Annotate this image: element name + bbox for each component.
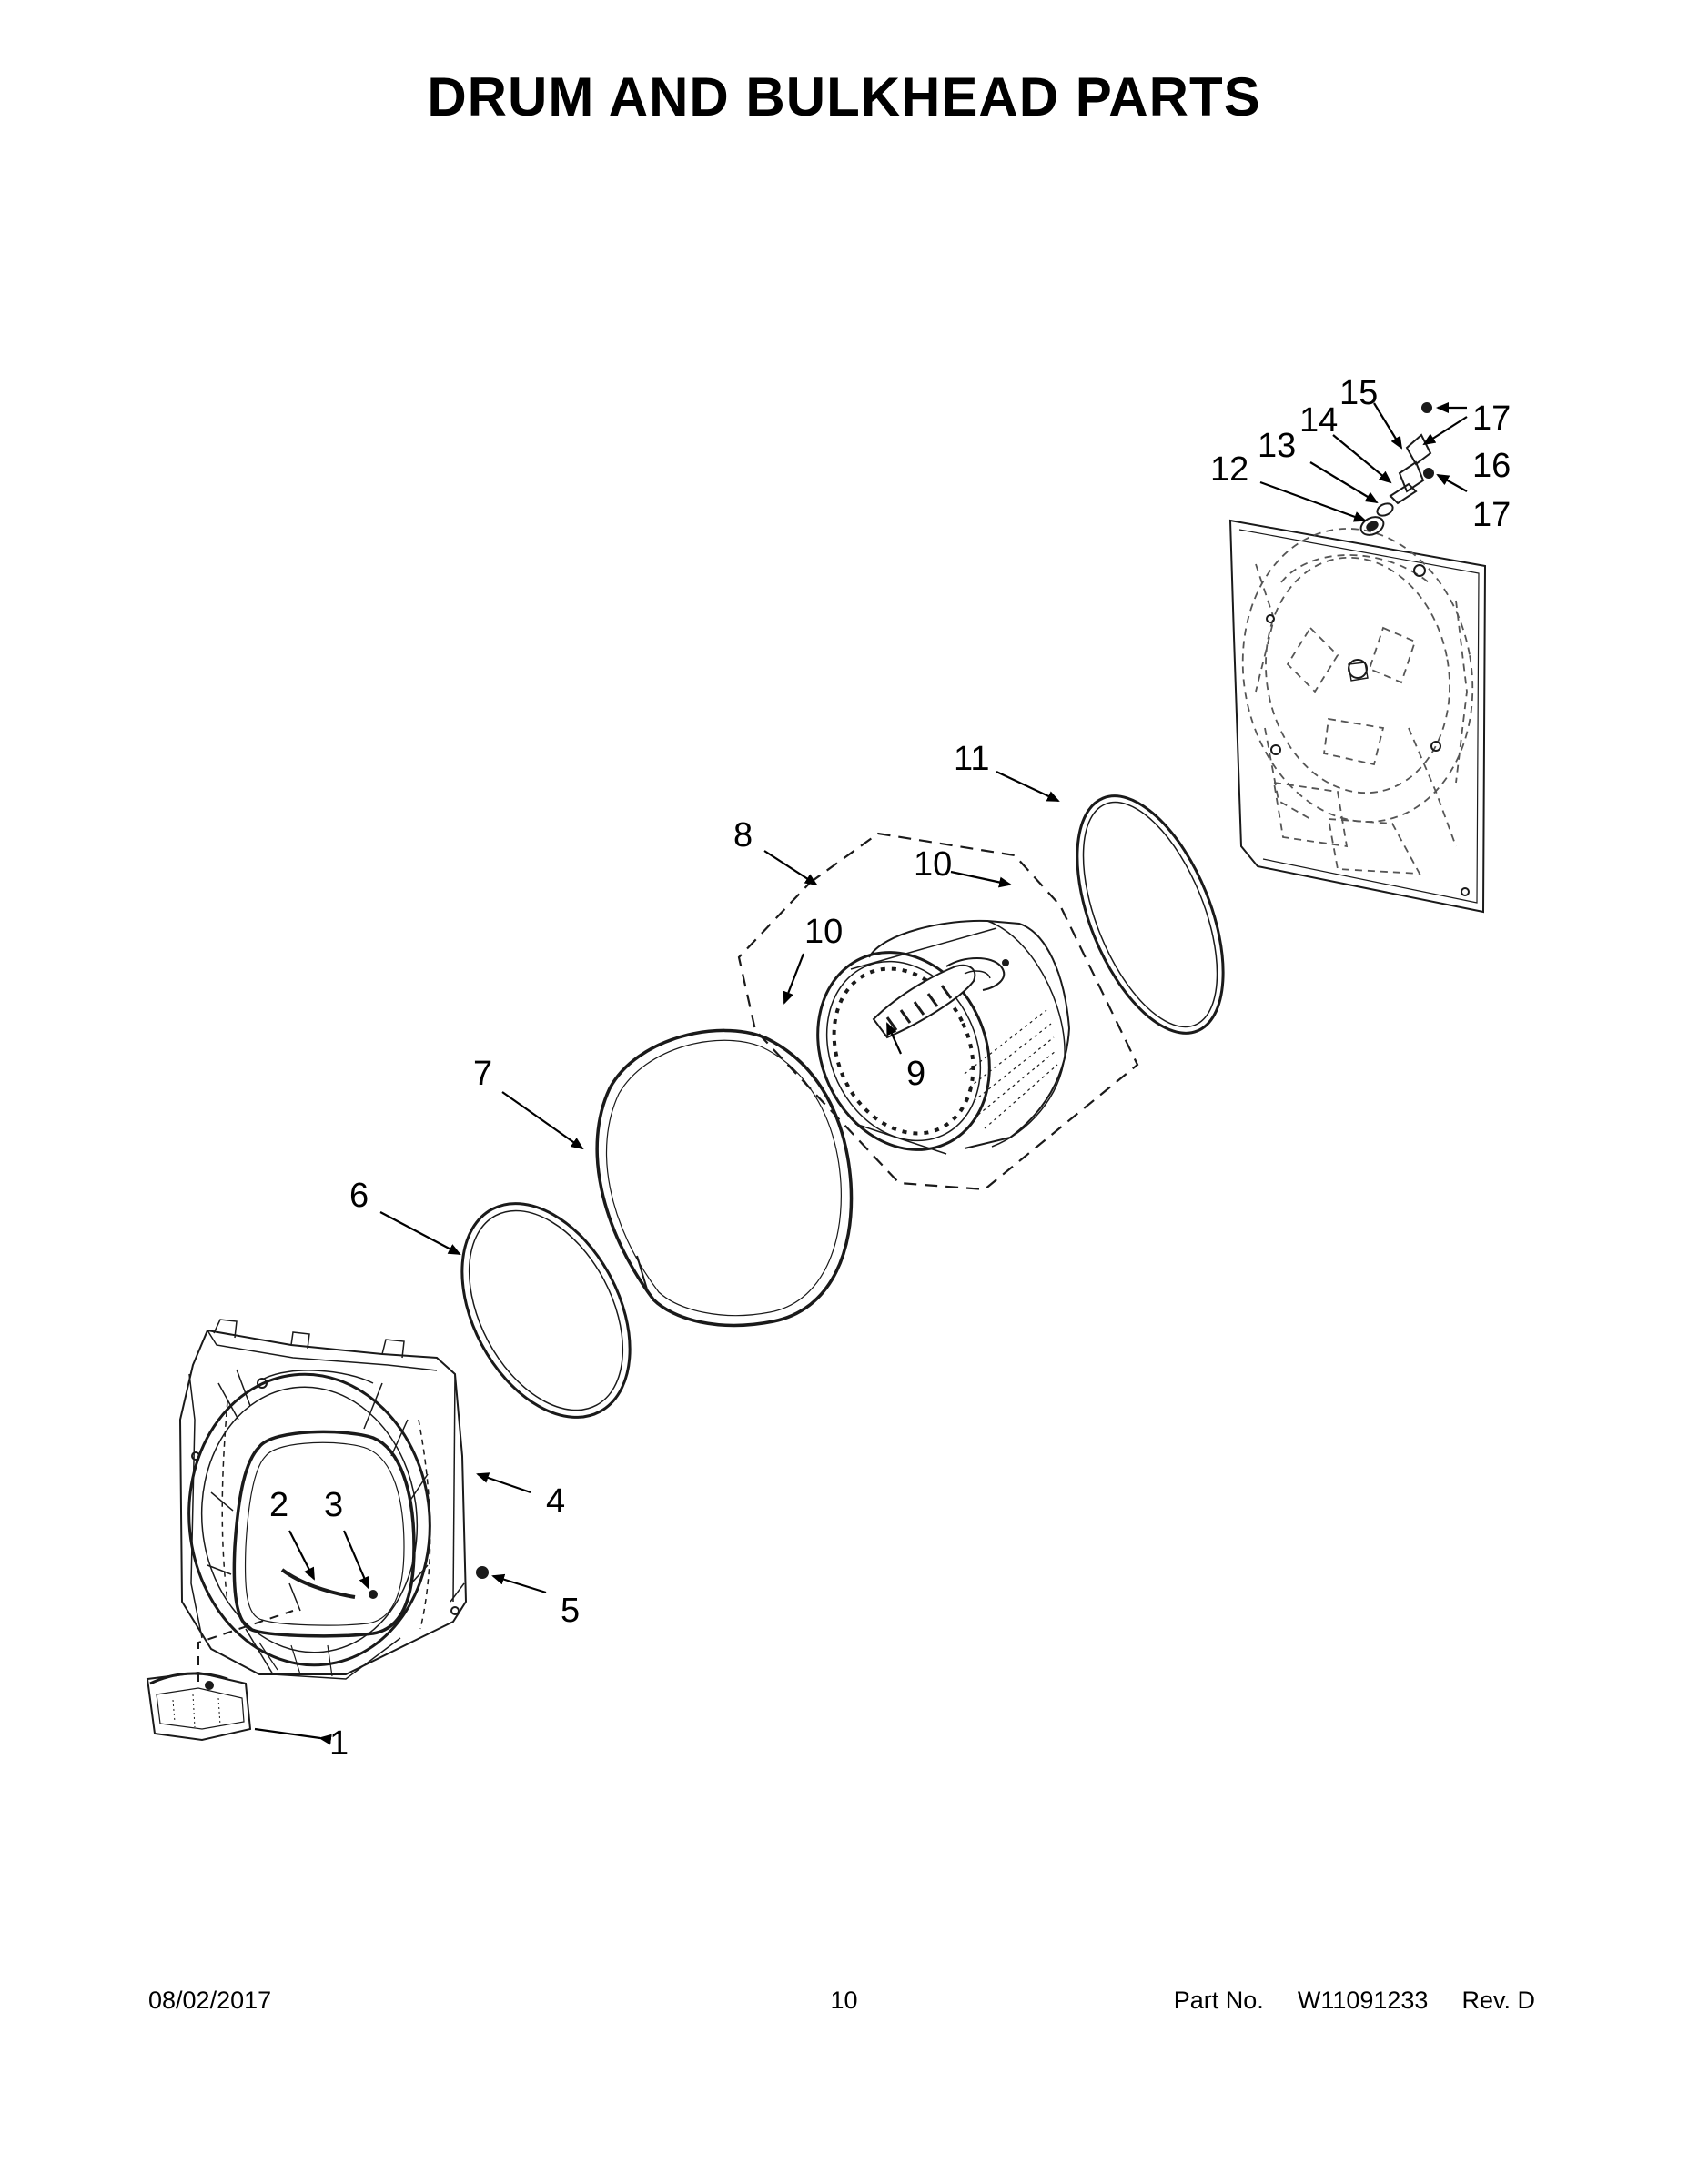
front-bulkhead bbox=[178, 1319, 489, 1680]
callout-10-lower: 10 bbox=[804, 913, 843, 951]
rear-drum-seal bbox=[1076, 794, 1225, 1035]
footer-part-info: Part No. W11091233 Rev. D bbox=[1174, 1987, 1535, 2015]
front-drum-seal bbox=[460, 1202, 632, 1419]
callout-labels: 1 2 3 4 5 6 7 8 9 10 10 11 12 13 14 15 1… bbox=[269, 374, 1511, 1763]
callout-9: 9 bbox=[906, 1055, 925, 1093]
bearing-assembly bbox=[1359, 402, 1434, 536]
callout-5: 5 bbox=[561, 1592, 580, 1630]
callout-17-lower: 17 bbox=[1472, 496, 1511, 534]
callout-10-upper: 10 bbox=[914, 845, 952, 884]
drum-assembly bbox=[737, 832, 1139, 1191]
callout-7: 7 bbox=[473, 1055, 492, 1093]
callout-11: 11 bbox=[954, 740, 989, 778]
footer-page-number: 10 bbox=[830, 1987, 858, 2014]
callout-16: 16 bbox=[1472, 447, 1511, 485]
callout-15: 15 bbox=[1339, 374, 1378, 412]
callout-3: 3 bbox=[324, 1486, 343, 1524]
callout-1: 1 bbox=[329, 1724, 349, 1763]
footer-part-number: W11091233 bbox=[1297, 1987, 1429, 2014]
lint-screen bbox=[146, 1610, 294, 1742]
callout-4: 4 bbox=[546, 1482, 565, 1521]
callout-17-upper: 17 bbox=[1472, 399, 1511, 438]
callout-8: 8 bbox=[733, 816, 753, 854]
callout-2: 2 bbox=[269, 1486, 288, 1524]
footer-revision: Rev. D bbox=[1461, 1987, 1535, 2014]
footer-part-label: Part No. bbox=[1173, 1987, 1264, 2014]
drum-belt bbox=[595, 1028, 854, 1328]
callout-12: 12 bbox=[1210, 450, 1248, 489]
callout-14: 14 bbox=[1299, 401, 1338, 440]
leader-arrows bbox=[254, 402, 1468, 1745]
callout-13: 13 bbox=[1258, 427, 1296, 465]
footer-date: 08/02/2017 bbox=[148, 1987, 272, 2014]
callout-6: 6 bbox=[349, 1177, 369, 1215]
page-title: DRUM AND BULKHEAD PARTS bbox=[427, 66, 1261, 127]
rear-bulkhead-panel bbox=[1228, 519, 1487, 914]
